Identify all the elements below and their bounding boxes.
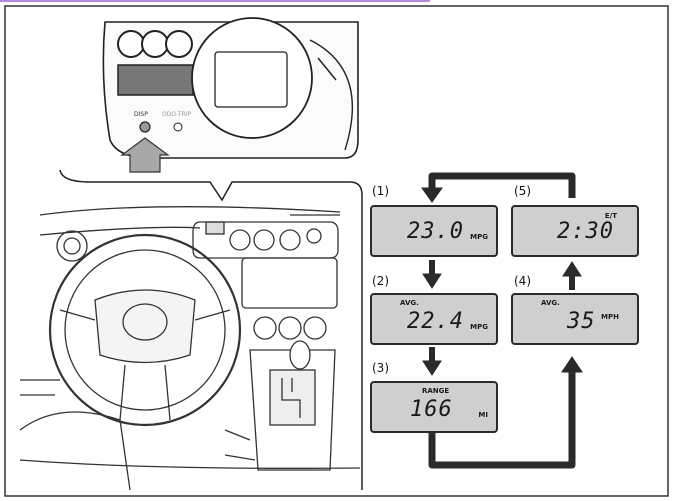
press-arrow-icon (120, 137, 170, 173)
lower-panel-right (224, 429, 256, 461)
dash-top-edge (39, 206, 341, 216)
lcd-tag-3: RANGE (422, 387, 450, 395)
steering-spoke-bottom (119, 364, 171, 421)
center-display (214, 51, 288, 108)
odo-trip-button-label: ODO-TRIP (162, 111, 192, 118)
callout-highlight (205, 221, 225, 235)
disp-button-label: DISP (134, 111, 148, 118)
steering-spoke-left (59, 309, 96, 321)
lcd-unit-3: MI (478, 411, 488, 419)
step-3-label: (3) (372, 361, 389, 375)
hvac-knob-1 (253, 316, 277, 340)
left-vent (56, 230, 88, 262)
lcd-value-1: 23.0 (407, 219, 464, 244)
steering-wheel-rim (48, 233, 242, 427)
odometer-display (117, 64, 194, 96)
dash-gauge-1 (229, 229, 251, 251)
step-1-label: (1) (372, 184, 389, 198)
loop-arrow-top (428, 172, 576, 198)
left-vent-inner (63, 237, 81, 255)
gauge-ring-3 (165, 30, 193, 58)
step-2-label: (2) (372, 274, 389, 288)
lcd-unit-4: MPH (601, 313, 619, 321)
steering-hub (94, 289, 196, 364)
shift-knob (289, 340, 311, 370)
hvac-knob-2 (278, 316, 302, 340)
header-rule (0, 0, 430, 2)
left-seat (19, 411, 131, 491)
lcd-display-1: 23.0 MPG (370, 205, 498, 257)
lcd-display-2: AVG. 22.4 MPG (370, 293, 498, 345)
lcd-value-2: 22.4 (407, 309, 464, 334)
arrow-2-to-3-head (422, 360, 442, 376)
floor-line (19, 459, 361, 469)
outer-frame (4, 5, 669, 497)
arrow-1-to-2-head (422, 273, 442, 289)
dash-gauge-2 (253, 229, 275, 251)
horn-pad (122, 303, 168, 341)
dashboard-illustration (19, 206, 361, 491)
lcd-tag-5: E/T (604, 212, 617, 220)
flow-arrows (421, 172, 583, 469)
loop-arrow-bottom (428, 370, 576, 469)
lcd-value-5: 2:30 (557, 219, 614, 244)
lcd-display-3: RANGE 166 MI (370, 381, 498, 433)
lcd-unit-2: MPG (470, 323, 488, 331)
lcd-value-3: 166 (410, 397, 453, 422)
center-stack (241, 257, 338, 309)
disp-button (139, 121, 151, 133)
arrow-4-to-5-head (562, 261, 582, 277)
speedometer-needle (317, 57, 337, 81)
lcd-display-4: AVG. 35 MPH (511, 293, 639, 345)
lcd-tag-2: AVG. (400, 299, 419, 307)
lcd-value-4: 35 (567, 309, 596, 334)
speedometer-arc (309, 39, 353, 151)
loop-arrow-bottom-head (561, 356, 583, 373)
hvac-knob-3 (303, 316, 327, 340)
lcd-display-5: E/T 2:30 (511, 205, 639, 257)
callout-line (59, 169, 363, 490)
lower-panel-left (20, 379, 60, 396)
gauge-ring-2 (141, 30, 169, 58)
lcd-unit-1: MPG (470, 233, 488, 241)
gauge-ring-1 (117, 30, 145, 58)
dash-gauge-3 (279, 229, 301, 251)
dash-gauge-4 (306, 228, 322, 244)
lcd-tag-4: AVG. (541, 299, 560, 307)
steering-spoke-right (194, 309, 231, 321)
steering-wheel-inner (64, 249, 226, 411)
gear-gate-slot (281, 378, 301, 418)
step-5-label: (5) (514, 184, 531, 198)
step-4-label: (4) (514, 274, 531, 288)
loop-arrow-top-head (421, 187, 443, 203)
odo-trip-button (173, 122, 183, 132)
cluster-closeup (102, 17, 359, 159)
